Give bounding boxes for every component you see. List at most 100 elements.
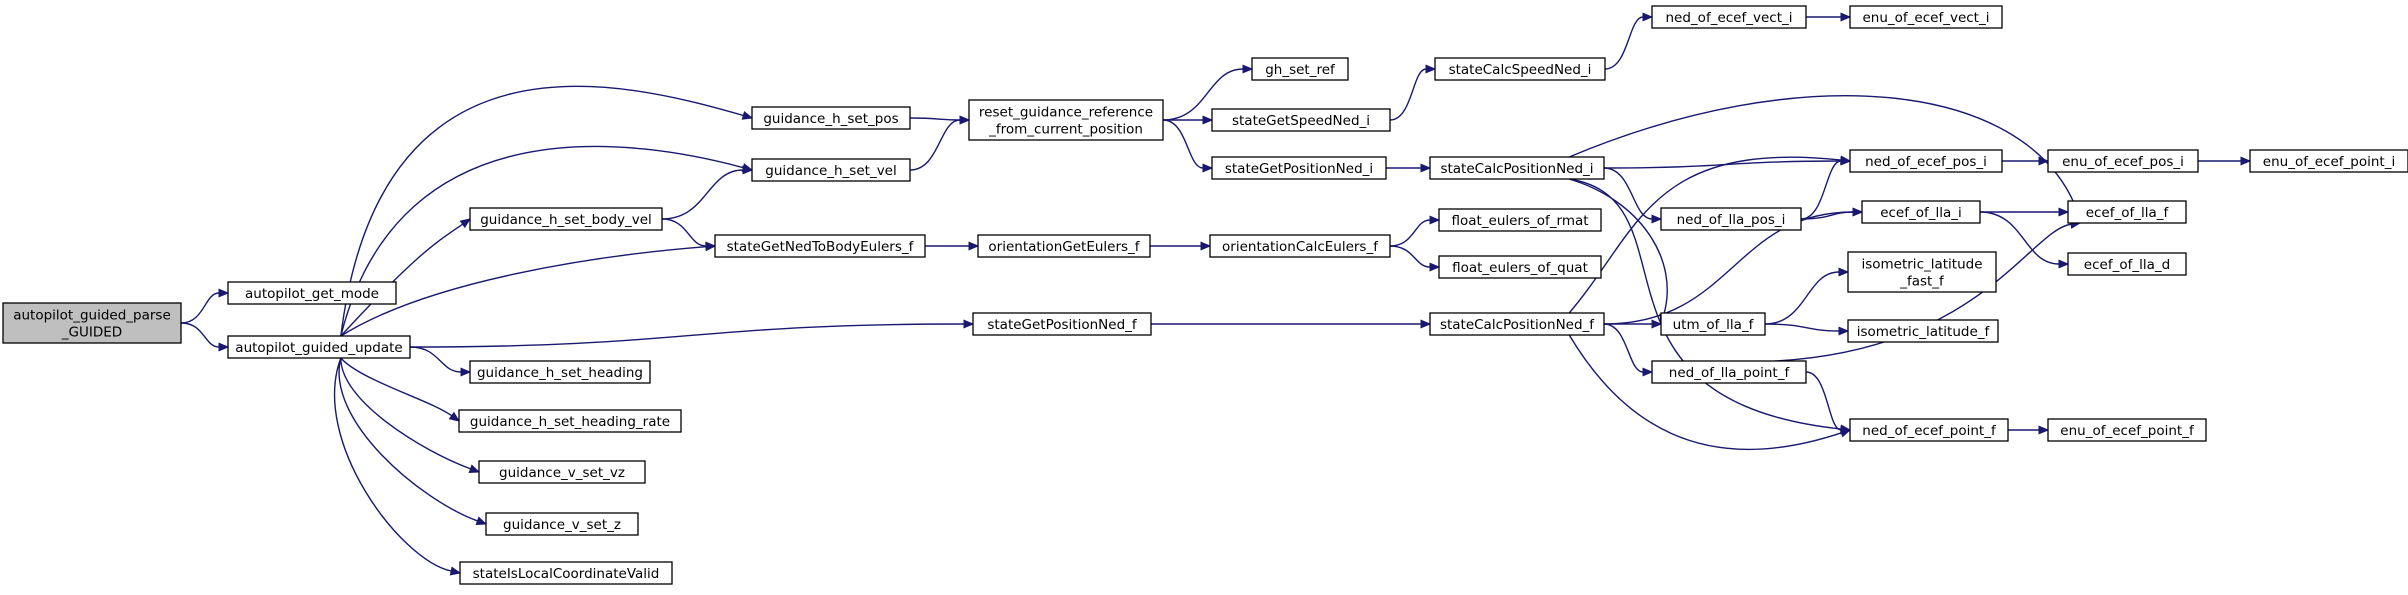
node-box [469, 360, 651, 384]
call-edge [340, 357, 461, 422]
function-node-enuposi[interactable]: enu_of_ecef_pos_i [2047, 149, 2199, 173]
function-node-islocal[interactable]: stateIsLocalCoordinateValid [459, 561, 673, 585]
call-edge [1162, 64, 1254, 121]
function-node-nedposi[interactable]: ned_of_ecef_pos_i [1849, 149, 2003, 173]
call-edge [340, 145, 754, 337]
edge-arrowhead [475, 516, 488, 526]
call-edge [1162, 119, 1214, 173]
node-box [1211, 108, 1391, 132]
function-node-getmode[interactable]: autopilot_get_mode [227, 281, 397, 305]
edge-line [1389, 219, 1431, 247]
edge-arrowhead [1840, 12, 1852, 22]
function-node-enupointi[interactable]: enu_of_ecef_point_i [2249, 149, 2408, 173]
call-edge [180, 288, 230, 324]
function-node-ghsetref[interactable]: gh_set_ref [1251, 57, 1349, 81]
call-edge [1163, 115, 1214, 125]
node-box [227, 281, 397, 305]
edge-arrowhead [2038, 425, 2050, 435]
edge-line [409, 323, 965, 348]
function-node-vsetz[interactable]: guidance_v_set_z [485, 512, 639, 536]
call-edge [1980, 207, 2070, 217]
node-label: stateGetNedToBodyEulers_f [727, 239, 915, 255]
call-edge [1800, 207, 1864, 220]
edge-arrowhead [1840, 425, 1852, 435]
edge-line [1800, 160, 1842, 220]
edge-arrowhead [218, 342, 230, 352]
node-box [2047, 418, 2207, 442]
function-node-enuvect[interactable]: enu_of_ecef_vect_i [1849, 5, 2003, 29]
call-edge [338, 357, 488, 526]
edge-arrowhead [449, 566, 462, 576]
node-label: ecef_of_lla_f [2086, 205, 2170, 221]
edge-line [1569, 178, 1668, 316]
function-node-calcspeed[interactable]: stateCalcSpeedNed_i [1434, 57, 1606, 81]
function-node-vsetvz[interactable]: guidance_v_set_vz [478, 460, 646, 484]
edge-arrowhead [1642, 367, 1654, 377]
function-node-rmat[interactable]: float_eulers_of_rmat [1438, 208, 1602, 232]
call-edge [1979, 211, 2070, 269]
function-node-nedllaposi[interactable]: ned_of_lla_pos_i [1660, 207, 1802, 231]
function-node-parse[interactable]: autopilot_guided_parse_GUIDED [2, 302, 182, 344]
edge-line [340, 246, 707, 337]
function-node-isolat[interactable]: isometric_latitude_f [1847, 319, 1999, 343]
function-node-setpos[interactable]: guidance_h_set_pos [751, 106, 911, 130]
edge-arrowhead [1642, 12, 1654, 22]
function-node-isolatfast[interactable]: isometric_latitude_fast_f [1847, 251, 1997, 293]
call-edge [409, 319, 975, 348]
node-box [1847, 319, 1999, 343]
call-edge [1386, 163, 1432, 173]
edge-line [1162, 119, 1204, 169]
edge-arrowhead [448, 411, 461, 422]
node-label: enu_of_ecef_pos_i [2062, 154, 2184, 170]
node-box [459, 561, 673, 585]
edge-line [1603, 167, 1653, 220]
node-box [751, 158, 911, 182]
edge-arrowhead [705, 241, 717, 251]
function-node-reset[interactable]: reset_guidance_reference_from_current_po… [968, 99, 1164, 141]
node-label: enu_of_ecef_point_f [2060, 423, 2195, 439]
edge-line [661, 169, 744, 220]
node-label: reset_guidance_reference [979, 105, 1153, 121]
function-node-utm[interactable]: utm_of_lla_f [1660, 312, 1766, 336]
edge-arrowhead [968, 241, 980, 251]
call-edge [409, 346, 472, 377]
function-node-nedecefpointf[interactable]: ned_of_ecef_point_f [1849, 418, 2009, 442]
function-node-setbodyvel[interactable]: guidance_h_set_body_vel [469, 207, 663, 231]
function-node-calcposi[interactable]: stateCalcPositionNed_i [1429, 156, 1605, 180]
function-node-calcposf[interactable]: stateCalcPositionNed_f [1429, 312, 1605, 336]
function-node-update[interactable]: autopilot_guided_update [227, 335, 411, 359]
edge-arrowhead [741, 110, 754, 120]
node-label: autopilot_guided_parse [13, 308, 171, 324]
function-node-eceflla_d[interactable]: ecef_of_lla_d [2067, 252, 2187, 276]
node-box [1861, 200, 1981, 224]
edge-line [1568, 156, 1842, 314]
function-node-setvel[interactable]: guidance_h_set_vel [751, 158, 911, 182]
function-node-getspeedned[interactable]: stateGetSpeedNed_i [1211, 108, 1391, 132]
node-label: stateGetPositionNed_i [1225, 161, 1373, 177]
function-node-orientcalc[interactable]: orientationCalcEulers_f [1209, 234, 1391, 258]
function-node-getposnedf[interactable]: stateGetPositionNed_f [972, 312, 1152, 336]
function-node-nedvect[interactable]: ned_of_ecef_vect_i [1651, 5, 1807, 29]
function-node-enupointf[interactable]: enu_of_ecef_point_f [2047, 418, 2207, 442]
node-box [227, 335, 411, 359]
node-box [751, 106, 911, 130]
edge-arrowhead [218, 288, 230, 298]
call-edge [924, 241, 980, 251]
edge-arrowhead [1242, 64, 1254, 74]
nodes-layer: autopilot_guided_parse_GUIDEDautopilot_g… [2, 5, 2408, 585]
function-node-nedllapointf[interactable]: ned_of_lla_point_f [1651, 360, 1807, 384]
function-node-setheading[interactable]: guidance_h_set_heading [469, 360, 651, 384]
node-label: guidance_v_set_vz [499, 465, 625, 481]
function-node-eceflla_f[interactable]: ecef_of_lla_f [2067, 200, 2187, 224]
edge-arrowhead [742, 165, 754, 175]
function-node-nedtobody[interactable]: stateGetNedToBodyEulers_f [714, 234, 926, 258]
function-node-ecefllai[interactable]: ecef_of_lla_i [1861, 200, 1981, 224]
function-node-quat[interactable]: float_eulers_of_quat [1438, 255, 1602, 279]
edge-line [340, 85, 744, 337]
function-node-setheadingrate[interactable]: guidance_h_set_heading_rate [458, 409, 682, 433]
function-node-orientget[interactable]: orientationGetEulers_f [977, 234, 1151, 258]
call-edge [334, 357, 462, 576]
function-node-getposnedi[interactable]: stateGetPositionNed_i [1211, 156, 1387, 180]
node-label: guidance_h_set_heading_rate [470, 414, 670, 430]
